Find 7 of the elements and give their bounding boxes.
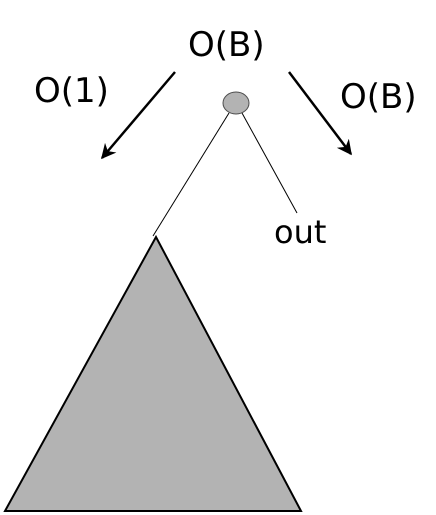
node-label: out (274, 214, 346, 250)
complexity-label: O(B) (188, 28, 265, 62)
ellipse-node (222, 91, 250, 115)
complexity-label: O(1) (34, 74, 109, 108)
complexity-label: O(B) (340, 80, 417, 114)
connector-line (242, 112, 298, 214)
connector-line (152, 112, 230, 236)
